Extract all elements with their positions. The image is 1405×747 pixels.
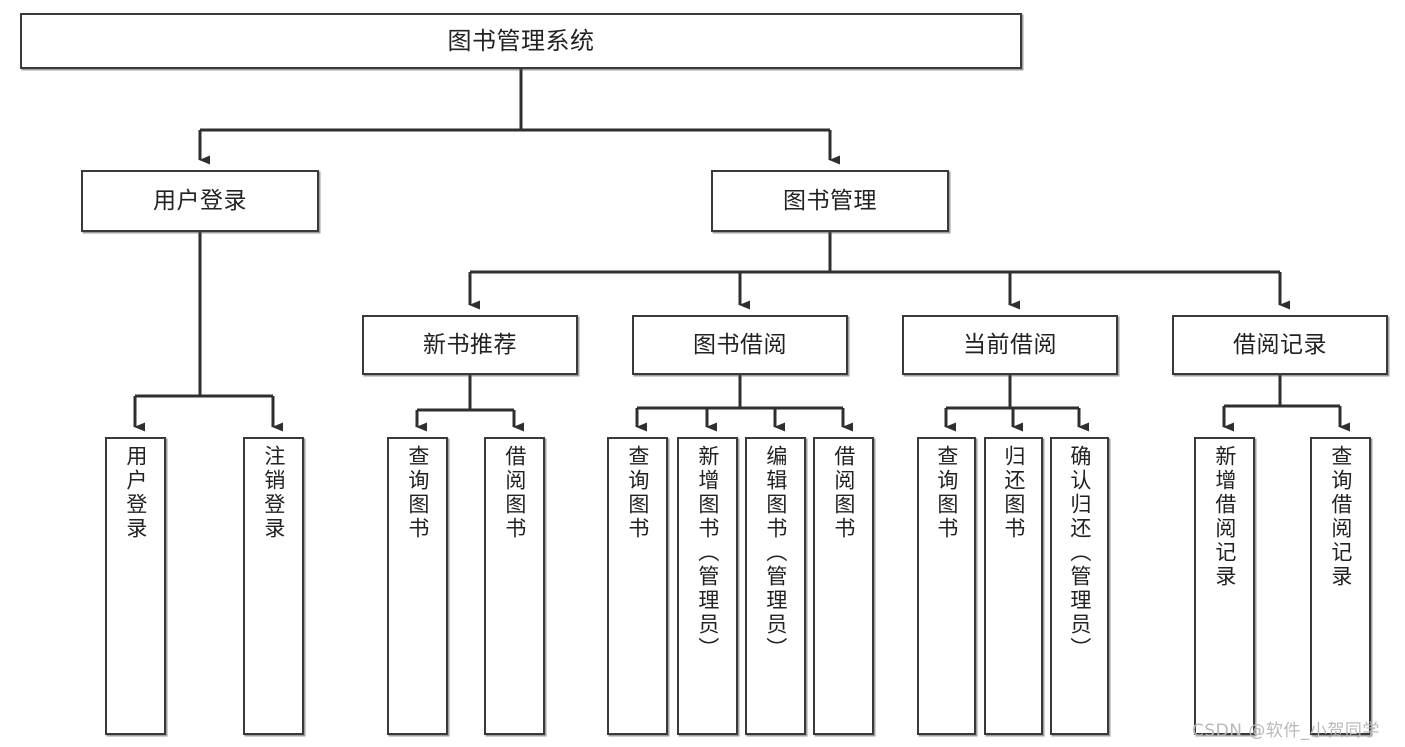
node-book-borrow[interactable]: 图书借阅 <box>632 315 848 375</box>
node-leaf-confirm-return[interactable]: 确认归还（管理员） <box>1050 437 1109 735</box>
node-leaf-query-record[interactable]: 查询借阅记录 <box>1310 437 1371 735</box>
node-leaf-return-book[interactable]: 归还图书 <box>984 437 1043 735</box>
node-label: 注销登录 <box>261 445 286 541</box>
node-new-book-rec[interactable]: 新书推荐 <box>362 315 578 375</box>
node-label: 借阅图书 <box>502 445 527 541</box>
node-current-borrow[interactable]: 当前借阅 <box>902 315 1118 375</box>
node-book-manage[interactable]: 图书管理 <box>711 170 949 232</box>
node-leaf-borrow-book-1[interactable]: 借阅图书 <box>484 437 545 735</box>
node-label: 借阅记录 <box>1233 331 1327 358</box>
node-label: 查询图书 <box>405 445 430 541</box>
node-label: 图书管理系统 <box>447 27 595 55</box>
node-label: 借阅图书 <box>831 445 856 541</box>
node-label: 图书借阅 <box>693 331 787 358</box>
node-label: 新增借阅记录 <box>1212 445 1237 589</box>
node-label: 用户登录 <box>153 187 247 214</box>
node-label: 查询借阅记录 <box>1328 445 1353 589</box>
node-borrow-record[interactable]: 借阅记录 <box>1172 315 1388 375</box>
node-label: 新增图书（管理员） <box>695 445 720 661</box>
node-leaf-edit-book[interactable]: 编辑图书（管理员） <box>745 437 806 735</box>
node-label: 查询图书 <box>625 445 650 541</box>
node-label: 图书管理 <box>783 187 877 214</box>
node-leaf-add-book[interactable]: 新增图书（管理员） <box>677 437 738 735</box>
node-label: 查询图书 <box>934 445 959 541</box>
node-root-system[interactable]: 图书管理系统 <box>20 13 1022 69</box>
node-label: 当前借阅 <box>963 331 1057 358</box>
node-leaf-logout[interactable]: 注销登录 <box>243 437 304 735</box>
node-leaf-add-record[interactable]: 新增借阅记录 <box>1194 437 1255 735</box>
node-leaf-query-book-1[interactable]: 查询图书 <box>387 437 448 735</box>
node-leaf-user-login[interactable]: 用户登录 <box>105 437 166 735</box>
node-leaf-borrow-book-2[interactable]: 借阅图书 <box>813 437 874 735</box>
node-label: 用户登录 <box>123 445 148 541</box>
node-user-login[interactable]: 用户登录 <box>81 170 319 232</box>
node-label: 归还图书 <box>1001 445 1026 541</box>
node-label: 编辑图书（管理员） <box>763 445 788 661</box>
node-leaf-query-book-3[interactable]: 查询图书 <box>917 437 976 735</box>
node-leaf-query-book-2[interactable]: 查询图书 <box>607 437 668 735</box>
node-label: 新书推荐 <box>423 331 517 358</box>
node-label: 确认归还（管理员） <box>1067 445 1092 661</box>
